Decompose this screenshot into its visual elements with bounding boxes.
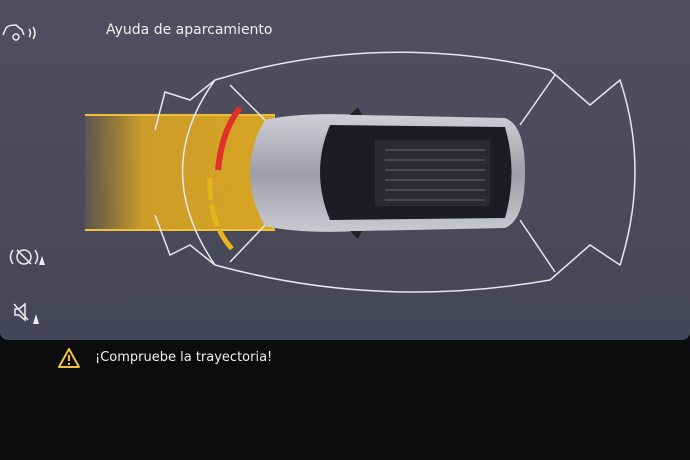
sound-mute-icon[interactable] (12, 302, 44, 326)
car-sensor-icon (2, 24, 36, 41)
warning-triangle-icon (58, 348, 80, 368)
rear-trajectory-zone (85, 115, 275, 230)
rear-distance-arc-red (215, 106, 243, 171)
alert-message: ¡Compruebe la trayectoria! (95, 350, 273, 365)
parking-diagram (85, 51, 636, 293)
page-title: Ayuda de aparcamiento (106, 22, 273, 38)
rear-distance-arc-yellow (207, 177, 237, 254)
car-top-view (250, 107, 525, 239)
parking-sensor-off-icon[interactable] (8, 246, 48, 268)
sensor-zone-outline (154, 51, 636, 293)
